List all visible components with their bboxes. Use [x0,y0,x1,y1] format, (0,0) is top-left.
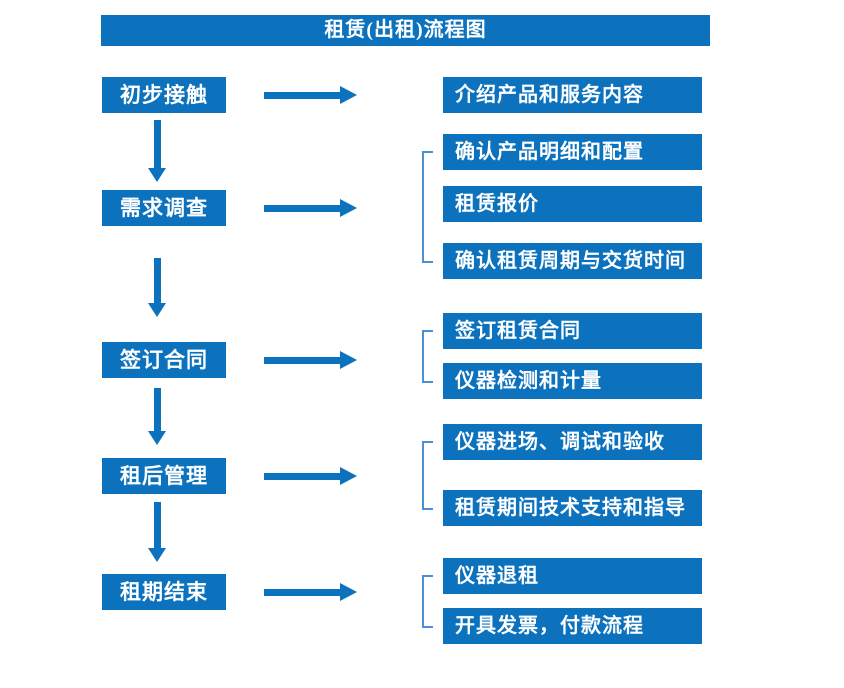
detail-box-confirm-product-config: 确认产品明细和配置 [443,134,702,170]
group-bracket [422,575,433,628]
detail-box-instrument-return: 仪器退租 [443,558,702,594]
flowchart-title: 租赁(出租)流程图 [101,15,710,46]
detail-box-instrument-setup: 仪器进场、调试和验收 [443,424,702,460]
down-arrow-icon [154,388,161,431]
right-arrow-head-icon [340,86,357,104]
group-bracket [422,151,433,263]
group-bracket [422,330,433,383]
down-arrow-head-icon [148,548,166,562]
detail-box-instrument-testing: 仪器检测和计量 [443,363,702,399]
down-arrow-head-icon [148,303,166,317]
right-arrow-icon [264,91,340,99]
right-arrow-icon [264,356,340,364]
down-arrow-icon [154,258,161,303]
down-arrow-icon [154,502,161,548]
detail-box-technical-support: 租赁期间技术支持和指导 [443,490,702,526]
down-arrow-head-icon [148,431,166,445]
right-arrow-head-icon [340,583,357,601]
stage-box-lease-end: 租期结束 [102,574,226,610]
stage-box-initial-contact: 初步接触 [102,77,226,113]
right-arrow-head-icon [340,467,357,485]
right-arrow-icon [264,472,340,480]
detail-box-sign-rental-contract: 签订租赁合同 [443,313,702,349]
right-arrow-head-icon [340,351,357,369]
stage-box-post-rental-mgmt: 租后管理 [102,458,226,494]
down-arrow-head-icon [148,168,166,182]
detail-box-confirm-period-delivery: 确认租赁周期与交货时间 [443,243,702,279]
group-bracket [422,441,433,510]
stage-box-demand-survey: 需求调查 [102,190,226,226]
down-arrow-icon [154,120,161,168]
detail-box-invoice-payment: 开具发票，付款流程 [443,608,702,644]
right-arrow-icon [264,204,340,212]
right-arrow-icon [264,588,340,596]
right-arrow-head-icon [340,199,357,217]
detail-box-rental-quote: 租赁报价 [443,186,702,222]
detail-box-introduce-products: 介绍产品和服务内容 [443,77,702,113]
stage-box-sign-contract: 签订合同 [102,342,226,378]
